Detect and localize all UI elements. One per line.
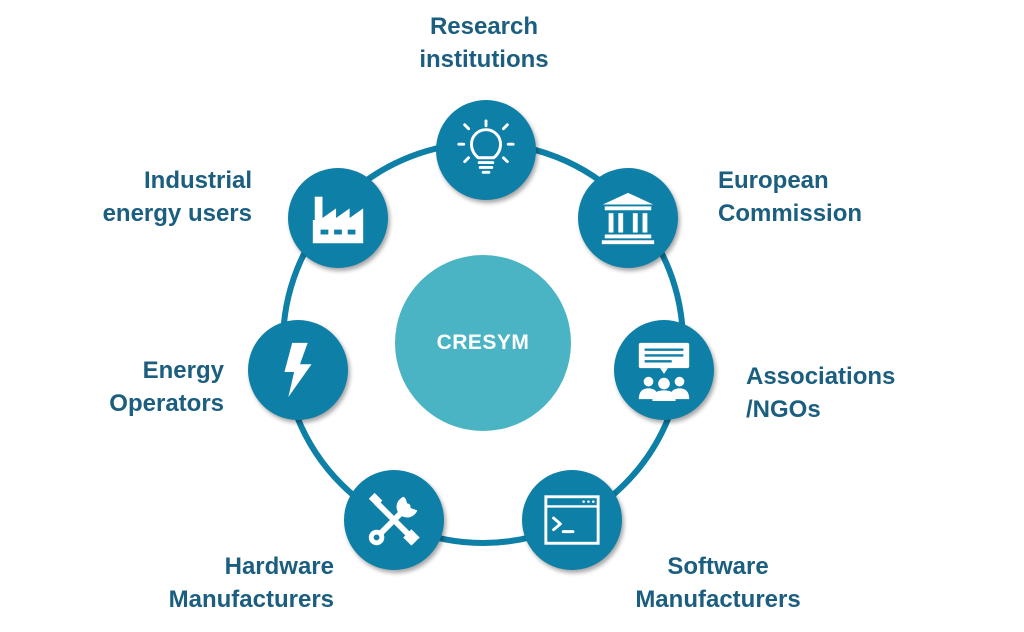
lightning-bolt-icon xyxy=(284,342,312,398)
label-line: /NGOs xyxy=(746,396,821,423)
label-industrial-energy-users: Industrial energy users xyxy=(52,164,252,230)
node-software-manufacturers xyxy=(522,470,622,570)
label-line: Research xyxy=(429,13,539,40)
node-research-institutions xyxy=(436,100,536,200)
label-hardware-manufacturers: Hardware Manufacturers xyxy=(134,550,334,616)
label-line: Industrial xyxy=(143,167,252,194)
label-line: Hardware xyxy=(224,553,334,580)
label-line: institutions xyxy=(419,46,549,73)
label-line: European xyxy=(718,167,829,194)
government-building-icon xyxy=(601,192,655,245)
label-line: Associations xyxy=(746,363,896,390)
group-discussion-icon xyxy=(638,342,690,401)
label-line: Manufacturers xyxy=(168,586,334,613)
label-line: energy users xyxy=(102,200,252,227)
label-line: Energy xyxy=(142,357,224,384)
label-line: Manufacturers xyxy=(635,586,801,613)
label-energy-operators: Energy Operators xyxy=(64,354,224,420)
node-industrial-energy-users xyxy=(288,168,388,268)
label-line: Software xyxy=(667,553,769,580)
terminal-window-icon xyxy=(544,495,600,545)
node-energy-operators xyxy=(248,320,348,420)
label-software-manufacturers: Software Manufacturers xyxy=(618,550,818,616)
label-line: Operators xyxy=(109,390,224,417)
node-associations-ngos xyxy=(614,320,714,420)
lightbulb-icon xyxy=(457,119,515,174)
label-research-institutions: Research institutions xyxy=(394,10,574,76)
label-associations-ngos: Associations /NGOs xyxy=(746,360,895,426)
node-european-commission xyxy=(578,168,678,268)
node-hardware-manufacturers xyxy=(344,470,444,570)
hub-label: CRESYM xyxy=(436,331,530,354)
label-european-commission: European Commission xyxy=(718,164,862,230)
factory-icon xyxy=(312,196,364,244)
wrench-screwdriver-icon xyxy=(368,492,420,546)
label-line: Commission xyxy=(718,200,863,227)
hub-circle: CRESYM xyxy=(395,255,571,431)
